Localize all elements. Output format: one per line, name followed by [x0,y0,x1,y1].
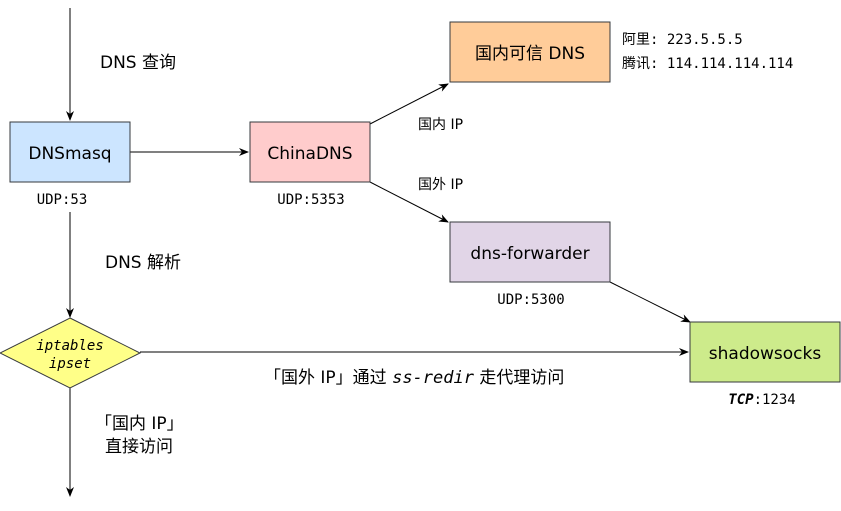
chinadns-node [249,121,371,183]
chinadns-port: UDP:5353 [277,192,344,208]
tcp-port: :1234 [754,392,796,408]
dns-forwarder-node [449,221,611,283]
edge-chinadns-to-dns-forwarder [369,181,449,223]
dns-query-label: DNS 查询 [100,53,176,73]
foreign-proxy-label: 「国外 IP」通过 ss-redir 走代理访问 [264,368,564,388]
dns-forwarder-port: UDP:5300 [497,292,564,308]
domestic-ip-label: 国内 IP [418,117,463,133]
ipset-label: ipset [49,356,91,372]
direct-access-label-2: 直接访问 [105,437,173,457]
direct-access-label-1: 「国内 IP」 [95,414,184,434]
tcp-proto: TCP [728,392,754,408]
trusted-dns-node [449,21,611,83]
edge-dns-forwarder-to-shadowsocks [609,281,691,323]
chinadns-label: ChinaDNS [267,144,352,164]
dns-resolve-label: DNS 解析 [105,253,181,273]
shadowsocks-port: TCP:1234 [728,392,795,408]
iptables-label: iptables [36,338,103,354]
dns-server-tencent: 腾讯: 114.114.114.114 [622,55,793,72]
dns-server-ali: 阿里: 223.5.5.5 [622,32,743,48]
edge-chinadns-to-trusted-dns [369,83,449,125]
dnsmasq-node [9,121,131,183]
dns-forwarder-label: dns-forwarder [470,244,589,264]
iptables-ipset-node [0,317,142,389]
dnsmasq-label: DNSmasq [28,144,111,164]
dnsmasq-port: UDP:53 [37,192,88,208]
trusted-dns-label: 国内可信 DNS [475,44,585,64]
shadowsocks-node [689,321,841,383]
shadowsocks-label: shadowsocks [709,344,822,364]
ss-redir-label: ss-redir [392,368,475,388]
foreign-ip-label: 国外 IP [418,177,463,193]
edges [66,8,691,497]
